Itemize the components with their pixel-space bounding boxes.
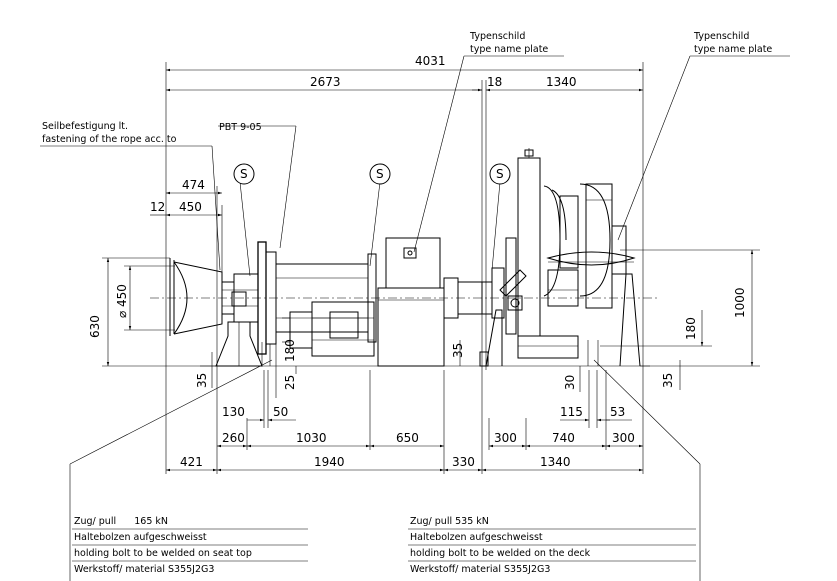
dim-1030: 1030 [296,431,327,445]
dim-gap: 18 [487,75,502,89]
extension-lines [165,62,644,474]
dim-115: 115 [560,405,583,419]
right-base [479,273,641,367]
note-right: Zug/ pull 535 kN Haltebolzen aufgeschwei… [408,516,696,575]
dim-180-mid: 180 [283,339,297,362]
dim-130: 130 [222,405,245,419]
dim-1940: 1940 [314,455,345,469]
dim-740: 740 [552,431,575,445]
dim-300a: 300 [494,431,517,445]
section-mark-s-3 [489,163,511,185]
dim-overall: 4031 [415,54,446,68]
note-right-line3: holding bolt to be welded on the deck [410,548,591,559]
dim-35-left: 35 [195,373,209,388]
typenschild-1-de: Typenschild [469,31,525,42]
top-dimensions [150,68,643,217]
typenschild-1-en: type name plate [470,44,548,55]
dim-474: 474 [182,178,205,192]
dim-330: 330 [452,455,475,469]
dim-260: 260 [222,431,245,445]
dim-50: 50 [273,405,288,419]
bottom-dimensions [166,418,643,472]
left-pedestal [215,291,263,367]
dim-630: 630 [88,315,102,338]
gearbox-left [377,237,483,367]
typenschild-2-en: type name plate [694,44,772,55]
warping-head [169,258,259,336]
note-right-line2: Haltebolzen aufgeschweisst [410,532,543,543]
note-left-line3: holding bolt to be welded on seat top [74,548,252,559]
note-left-line1: Zug/ pull 165 kN [74,516,168,527]
dim-30: 30 [563,375,577,390]
dim-53: 53 [610,405,625,419]
seilbefestigung-ref: PBT 9-05 [219,122,262,133]
seilbefestigung-en: fastening of the rope acc. to [42,134,177,145]
dim-35-mid: 35 [451,343,465,358]
note-left-line4: Werkstoff/ material S355J2G3 [74,564,214,575]
section-mark-s-2 [369,163,391,185]
callout-leaders [40,55,790,581]
left-vertical-dimensions [102,257,220,388]
center-small-dims [275,340,581,398]
dim-180-right: 180 [684,317,698,340]
section-mark-s-1 [233,163,255,185]
section-mark-label-3: S [496,167,504,181]
dim-dia-450: ⌀ 450 [115,284,129,318]
note-left: Zug/ pull 165 kN Haltebolzen aufgeschwei… [72,516,308,575]
dim-450: 450 [179,200,202,214]
note-right-line1: Zug/ pull 535 kN [410,516,489,527]
dim-right-part: 1340 [546,75,577,89]
dim-left-part: 2673 [310,75,341,89]
dim-12: 12 [150,200,165,214]
note-left-line2: Haltebolzen aufgeschweisst [74,532,207,543]
motor [282,301,375,357]
right-vertical-dimensions [600,249,760,390]
dim-650: 650 [396,431,419,445]
seilbefestigung-de: Seilbefestigung lt. [42,121,128,132]
note-right-line4: Werkstoff/ material S355J2G3 [410,564,550,575]
right-winch [481,148,636,337]
section-mark-label-2: S [376,167,384,181]
dim-35-right: 35 [661,373,675,388]
dim-25: 25 [283,375,297,390]
dim-1000: 1000 [733,287,747,318]
dim-300b: 300 [612,431,635,445]
typenschild-2-de: Typenschild [693,31,749,42]
dim-1340-bottom: 1340 [540,455,571,469]
section-mark-label-1: S [240,167,248,181]
dim-421: 421 [180,455,203,469]
